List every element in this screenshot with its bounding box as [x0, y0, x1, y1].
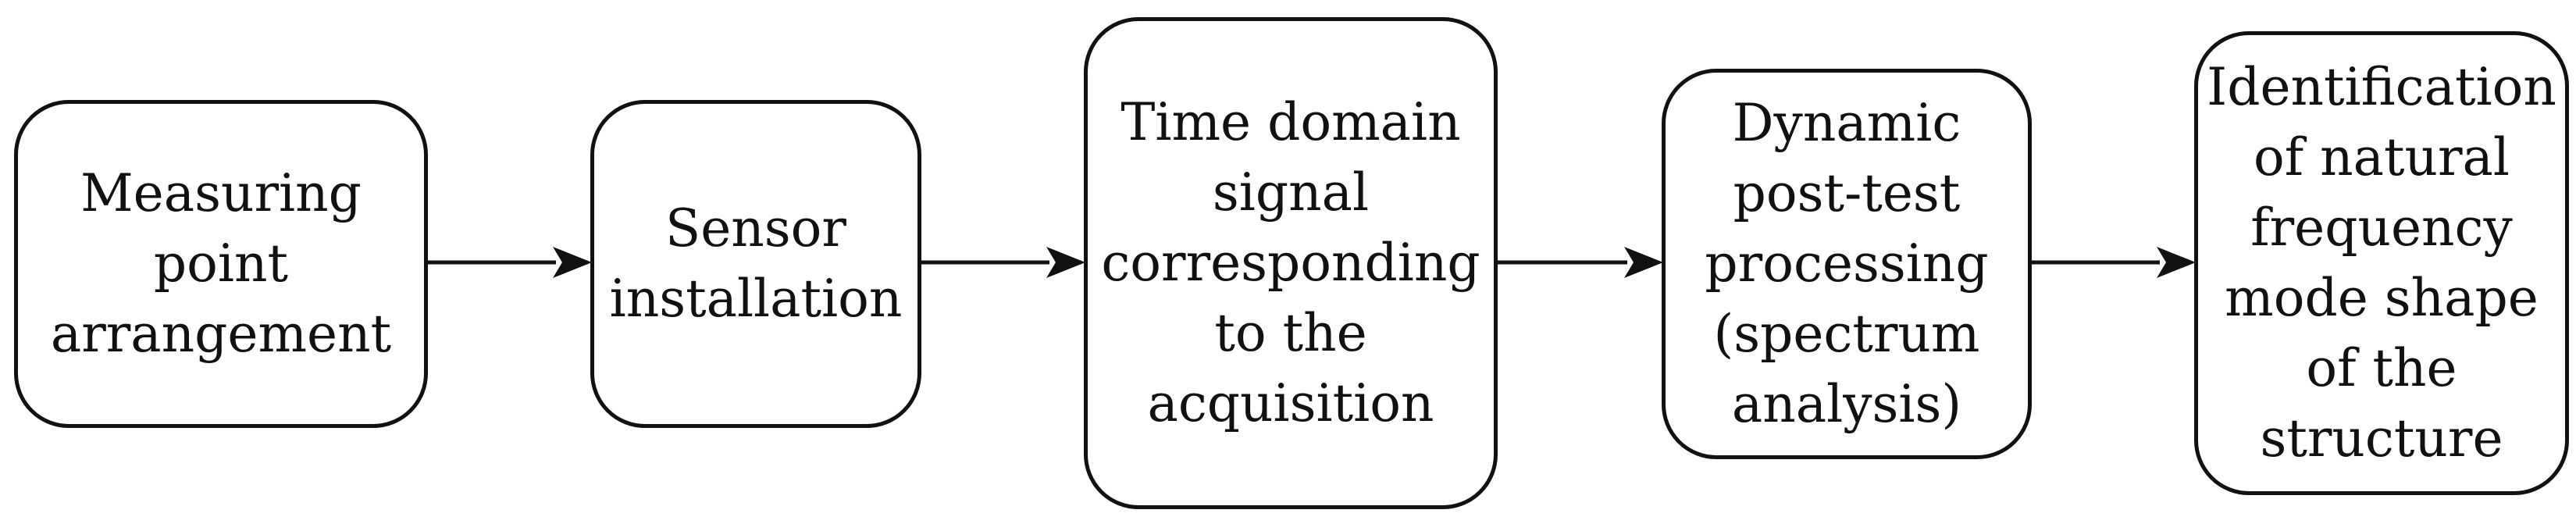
step-dynamic-post-test-processing: Dynamic post-test processing (spectrum a…	[1662, 69, 2032, 459]
step-label: Dynamic post-test processing (spectrum a…	[1705, 93, 1989, 434]
step-label: Identification of natural frequency mode…	[2207, 57, 2556, 469]
step-identification-natural-frequency: Identification of natural frequency mode…	[2194, 31, 2569, 495]
step-label: Measuring point arrangement	[50, 163, 392, 364]
step-time-domain-signal: Time domain signal corresponding to the …	[1084, 17, 1498, 509]
step-sensor-installation: Sensor installation	[590, 100, 921, 428]
arrow-1-to-2	[428, 247, 592, 278]
arrow-2-to-3	[921, 247, 1085, 278]
step-label: Time domain signal corresponding to the …	[1101, 92, 1480, 433]
step-measuring-point-arrangement: Measuring point arrangement	[14, 100, 428, 428]
step-label: Sensor installation	[609, 198, 903, 329]
arrow-4-to-5	[2032, 247, 2196, 278]
arrow-3-to-4	[1498, 247, 1663, 278]
